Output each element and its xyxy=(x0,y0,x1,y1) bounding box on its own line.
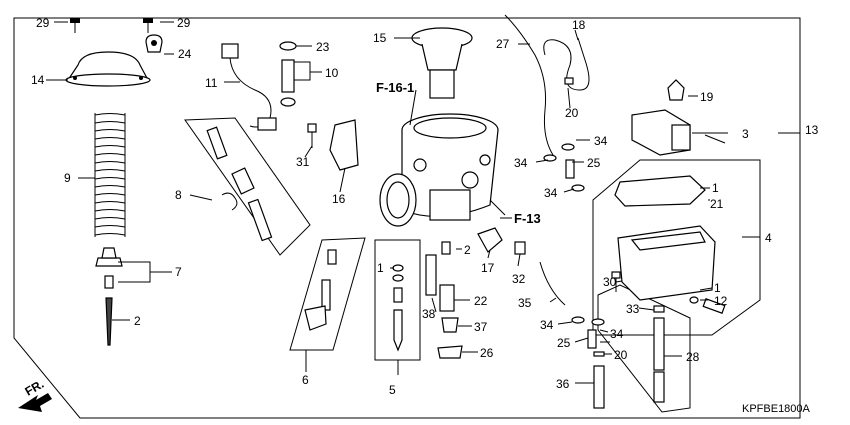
fitting-upper xyxy=(543,143,585,192)
top-cover xyxy=(65,51,151,87)
screw-right xyxy=(143,18,153,33)
callout-20-top: 20 xyxy=(565,106,579,120)
callout-7: 7 xyxy=(175,265,182,279)
callout-labels: 29 29 24 14 9 8 7 2 11 23 10 31 16 15 F-… xyxy=(31,16,819,397)
screw-30 xyxy=(611,271,621,292)
callout-19: 19 xyxy=(700,90,714,104)
drain-tube xyxy=(539,261,566,306)
cap-19 xyxy=(667,79,685,101)
callout-29-right: 29 xyxy=(177,16,191,30)
callout-21: 21 xyxy=(710,197,724,211)
pilot-jet-group xyxy=(425,241,463,359)
callout-1-jet: 1 xyxy=(377,261,384,275)
breather-tube-27 xyxy=(504,14,556,159)
breather-tube-18 xyxy=(543,37,590,91)
callout-34-b: 34 xyxy=(514,156,528,170)
callout-37: 37 xyxy=(474,320,488,334)
cable-adjuster xyxy=(145,34,163,53)
callout-32: 32 xyxy=(512,272,526,286)
carburetor-body xyxy=(379,113,506,227)
washer-23 xyxy=(279,41,297,51)
heater-harness xyxy=(221,43,277,131)
callout-15: 15 xyxy=(373,31,387,45)
callout-23: 23 xyxy=(316,40,330,54)
screw-left xyxy=(70,18,80,33)
ref-f13: F-13 xyxy=(514,211,541,226)
clip-20-top xyxy=(564,77,574,85)
callout-31: 31 xyxy=(296,155,310,169)
callout-10: 10 xyxy=(325,66,339,80)
callout-17: 17 xyxy=(481,261,495,275)
accel-pump xyxy=(631,109,726,156)
callout-6: 6 xyxy=(302,373,309,387)
callout-34-c: 34 xyxy=(544,186,558,200)
callout-5: 5 xyxy=(389,383,396,397)
throttle-stop xyxy=(477,227,503,253)
frame-border xyxy=(13,17,801,419)
callout-9: 9 xyxy=(64,171,71,185)
callout-27: 27 xyxy=(496,37,510,51)
lower-fittings xyxy=(571,305,665,409)
callout-38: 38 xyxy=(422,307,436,321)
callout-25-bottom: 25 xyxy=(557,336,571,350)
spring xyxy=(94,113,126,237)
callout-28: 28 xyxy=(686,350,700,364)
callout-12: 12 xyxy=(714,294,728,308)
screw-32 xyxy=(514,241,526,255)
callout-30: 30 xyxy=(603,275,617,289)
callout-1-gasket: 1 xyxy=(712,181,719,195)
callout-36: 36 xyxy=(556,377,570,391)
callout-3: 3 xyxy=(742,127,749,141)
needle-box xyxy=(289,237,366,351)
air-screw-set xyxy=(206,126,273,242)
callout-4: 4 xyxy=(765,231,772,245)
callout-29-left: 29 xyxy=(36,16,50,30)
callout-18: 18 xyxy=(572,18,586,32)
vacuum-diaphragm xyxy=(411,27,473,99)
drain-screw xyxy=(689,296,726,314)
leader-lines xyxy=(46,21,800,384)
diagram-code: KPFBE1800A xyxy=(742,403,811,415)
callout-8: 8 xyxy=(175,188,182,202)
carb-heater xyxy=(280,59,296,107)
float-chamber xyxy=(617,225,716,301)
throttle-bracket xyxy=(329,119,359,171)
callout-16: 16 xyxy=(332,192,346,206)
float-gasket xyxy=(614,175,706,207)
bolt-31 xyxy=(307,123,317,148)
front-label: FR. xyxy=(23,377,47,399)
callout-26: 26 xyxy=(480,346,494,360)
needle-parts xyxy=(304,249,337,331)
callout-2-pilot: 2 xyxy=(464,243,471,257)
callout-22: 22 xyxy=(474,294,488,308)
callout-20-bottom: 20 xyxy=(614,348,628,362)
ref-f16-1: F-16-1 xyxy=(376,80,414,95)
jet-needle xyxy=(105,297,113,346)
callout-13: 13 xyxy=(805,123,819,137)
callout-2-needle: 2 xyxy=(134,314,141,328)
callout-33: 33 xyxy=(626,302,640,316)
air-screw-box xyxy=(184,117,311,256)
callout-34-d: 34 xyxy=(540,318,554,332)
needle-holder xyxy=(95,247,123,289)
callout-35: 35 xyxy=(518,296,532,310)
callout-11: 11 xyxy=(205,76,218,90)
callout-25-top: 25 xyxy=(587,156,601,170)
tube-group-box xyxy=(597,284,691,413)
callout-24: 24 xyxy=(178,47,192,61)
needle-jet-parts xyxy=(392,264,404,352)
callout-14: 14 xyxy=(31,73,45,87)
callout-34-e: 34 xyxy=(610,327,624,341)
callout-1-drain: 1 xyxy=(714,281,721,295)
callout-34-a: 34 xyxy=(594,134,608,148)
front-arrow xyxy=(18,393,52,412)
